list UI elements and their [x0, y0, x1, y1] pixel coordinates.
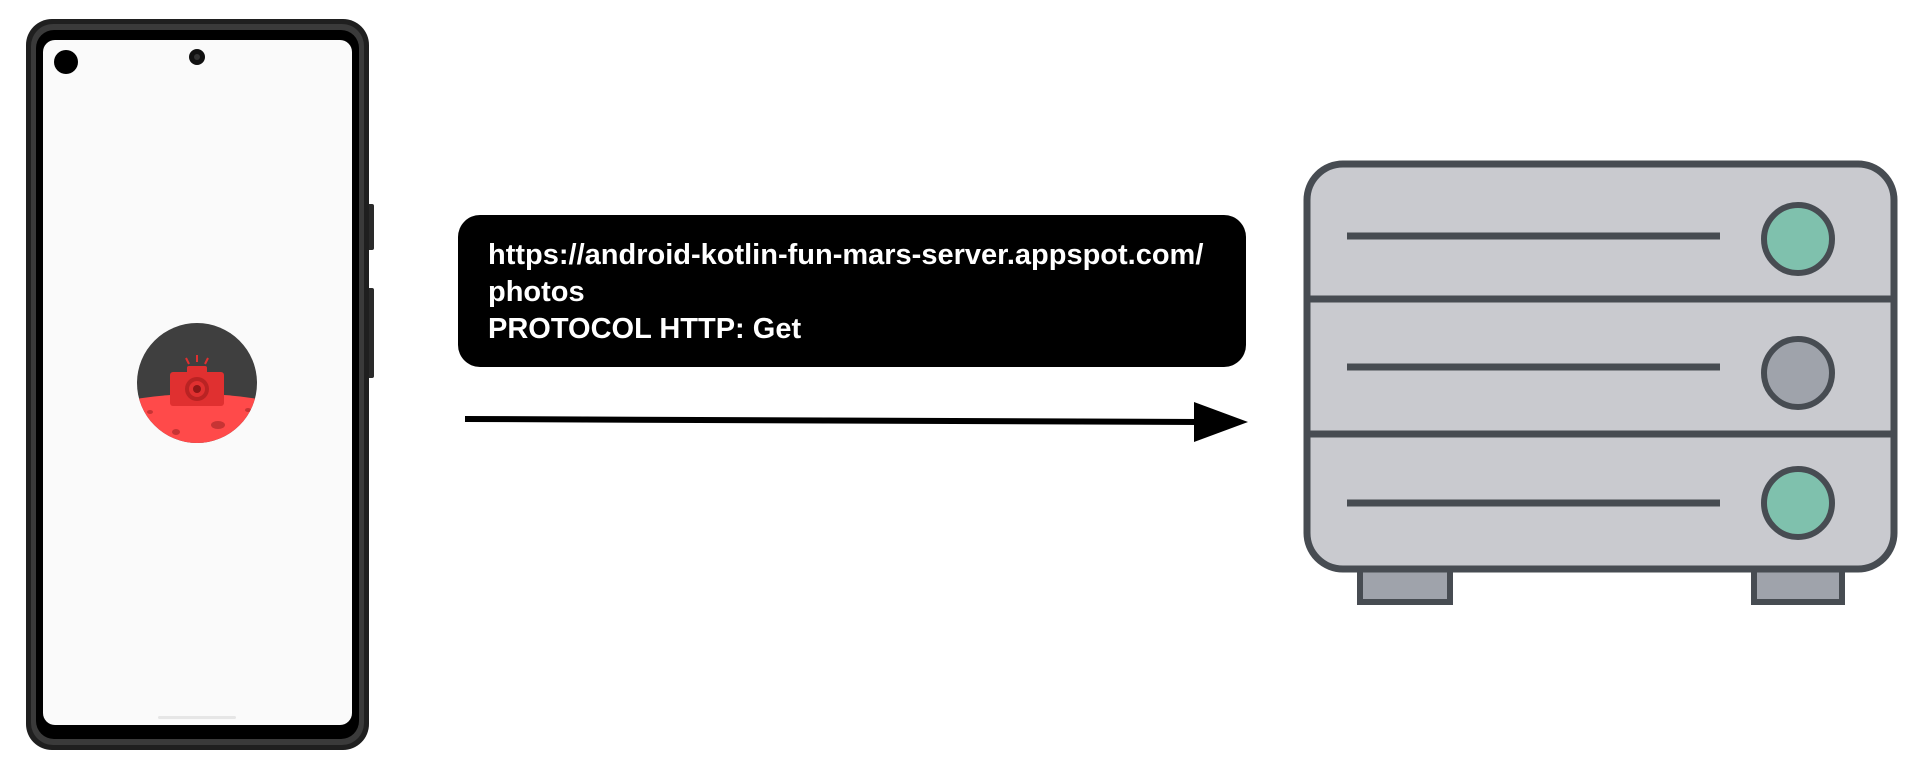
status-light-green [1761, 466, 1835, 540]
nav-handle [158, 716, 236, 719]
request-bubble: https://android-kotlin-fun-mars-server.a… [458, 215, 1246, 367]
status-bar-dot [54, 50, 78, 74]
status-light-gray [1761, 336, 1835, 410]
arrow-head [1194, 402, 1248, 442]
status-light-green [1761, 202, 1835, 276]
server-unit-3 [1347, 466, 1835, 540]
server-unit-1 [1347, 202, 1835, 276]
server-unit-2 [1347, 336, 1835, 410]
request-url: https://android-kotlin-fun-mars-server.a… [488, 239, 1204, 308]
request-protocol: PROTOCOL HTTP: Get [488, 313, 802, 345]
camera-icon [170, 355, 224, 406]
arrow-shaft [464, 416, 1201, 425]
